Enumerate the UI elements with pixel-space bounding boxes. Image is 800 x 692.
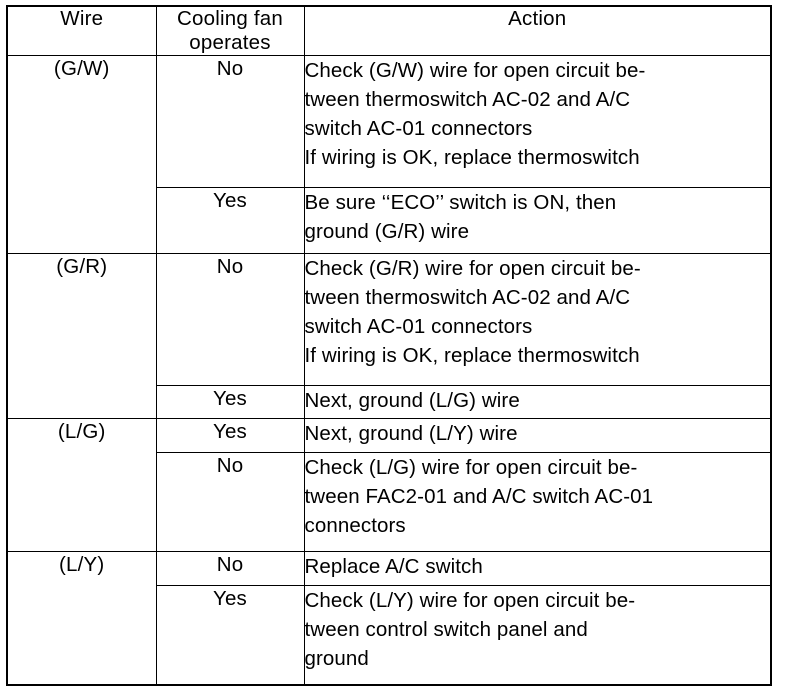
action-line: ground [304,646,369,670]
action-line: Check (L/G) wire for open circuit be- [304,456,638,480]
wire-troubleshooting-table: Wire Cooling fan operates Action (G/W) N… [6,5,772,686]
action-line: Next, ground (L/Y) wire [304,422,518,446]
table-row: Yes Next, ground (L/G) wire [7,384,772,420]
action-line: switch AC-01 connectors [304,315,533,338]
action-line: tween control switch panel and [304,617,588,641]
action-cell: Check (G/W) wire for open circuit be- tw… [303,55,772,188]
action-line: Be sure ‘‘ECO’’ switch is ON, then [304,190,617,214]
action-line: Next, ground (L/G) wire [304,388,520,412]
table-row: No Check (L/G) wire for open circuit be-… [7,452,772,553]
action-line: Replace A/C switch [304,555,483,579]
wire-label-cell: (G/W) [6,55,157,254]
action-line: tween thermoswitch AC-02 and A/C [304,286,631,309]
fan-operates-cell: Yes [155,384,305,420]
action-line: ground (G/R) wire [304,219,470,243]
action-line: tween thermoswitch AC-02 and A/C [304,88,631,111]
table-row: Yes Check (L/Y) wire for open circuit be… [7,584,772,686]
column-header-action: Action [303,5,772,56]
header-row: Wire Cooling fan operates Action [6,5,772,56]
column-header-cooling-fan-line2: operates [189,31,271,54]
fan-operates-cell: Yes [155,418,305,454]
table-row: Yes Be sure ‘‘ECO’’ switch is ON, then g… [7,186,772,255]
action-line: Check (G/R) wire for open circuit be- [304,257,641,280]
table-row: (G/R) No Check (G/R) wire for open circu… [6,252,772,420]
action-cell: Check (L/G) wire for open circuit be- tw… [303,452,772,553]
column-header-cooling-fan: Cooling fan operates [155,5,305,56]
fan-operates-cell: No [155,452,305,553]
wire-label-cell: (L/Y) [6,551,157,686]
table-row: (L/G) Yes Next, ground (L/Y) wire [6,418,772,553]
table-header: Wire Cooling fan operates Action [6,5,772,56]
action-cell: Be sure ‘‘ECO’’ switch is ON, then groun… [303,186,772,255]
action-line: connectors [304,514,406,538]
action-cell: Replace A/C switch [303,551,772,586]
action-cell: Next, ground (L/G) wire [303,384,772,420]
column-header-wire: Wire [6,5,157,56]
action-line: tween FAC2-01 and A/C switch AC-01 [304,485,654,509]
action-cell: Next, ground (L/Y) wire [303,418,772,454]
table-row: (L/Y) No Replace A/C switch [6,551,772,686]
fan-operates-cell: Yes [155,186,305,255]
fan-operates-cell: No [155,55,305,188]
fan-operates-cell: No [155,551,305,586]
action-line: switch AC-01 connectors [304,117,533,140]
action-line: If wiring is OK, replace thermoswitch [304,344,640,367]
table-body: (G/W) No Check (G/W) wire for open circu… [6,55,772,686]
action-line: Check (G/W) wire for open circuit be- [304,59,646,82]
wire-label-cell: (L/G) [6,418,157,553]
wire-label-cell: (G/R) [6,252,157,420]
fan-operates-cell: No [155,253,305,386]
table-row: (G/W) No Check (G/W) wire for open circu… [6,55,772,254]
fan-operates-cell: Yes [155,584,305,686]
action-cell: Check (L/Y) wire for open circuit be- tw… [303,584,772,686]
action-cell: Check (G/R) wire for open circuit be- tw… [303,253,772,386]
column-header-cooling-fan-line1: Cooling fan [177,7,283,30]
action-line: Check (L/Y) wire for open circuit be- [304,588,636,612]
action-line: If wiring is OK, replace thermoswitch [304,146,640,169]
